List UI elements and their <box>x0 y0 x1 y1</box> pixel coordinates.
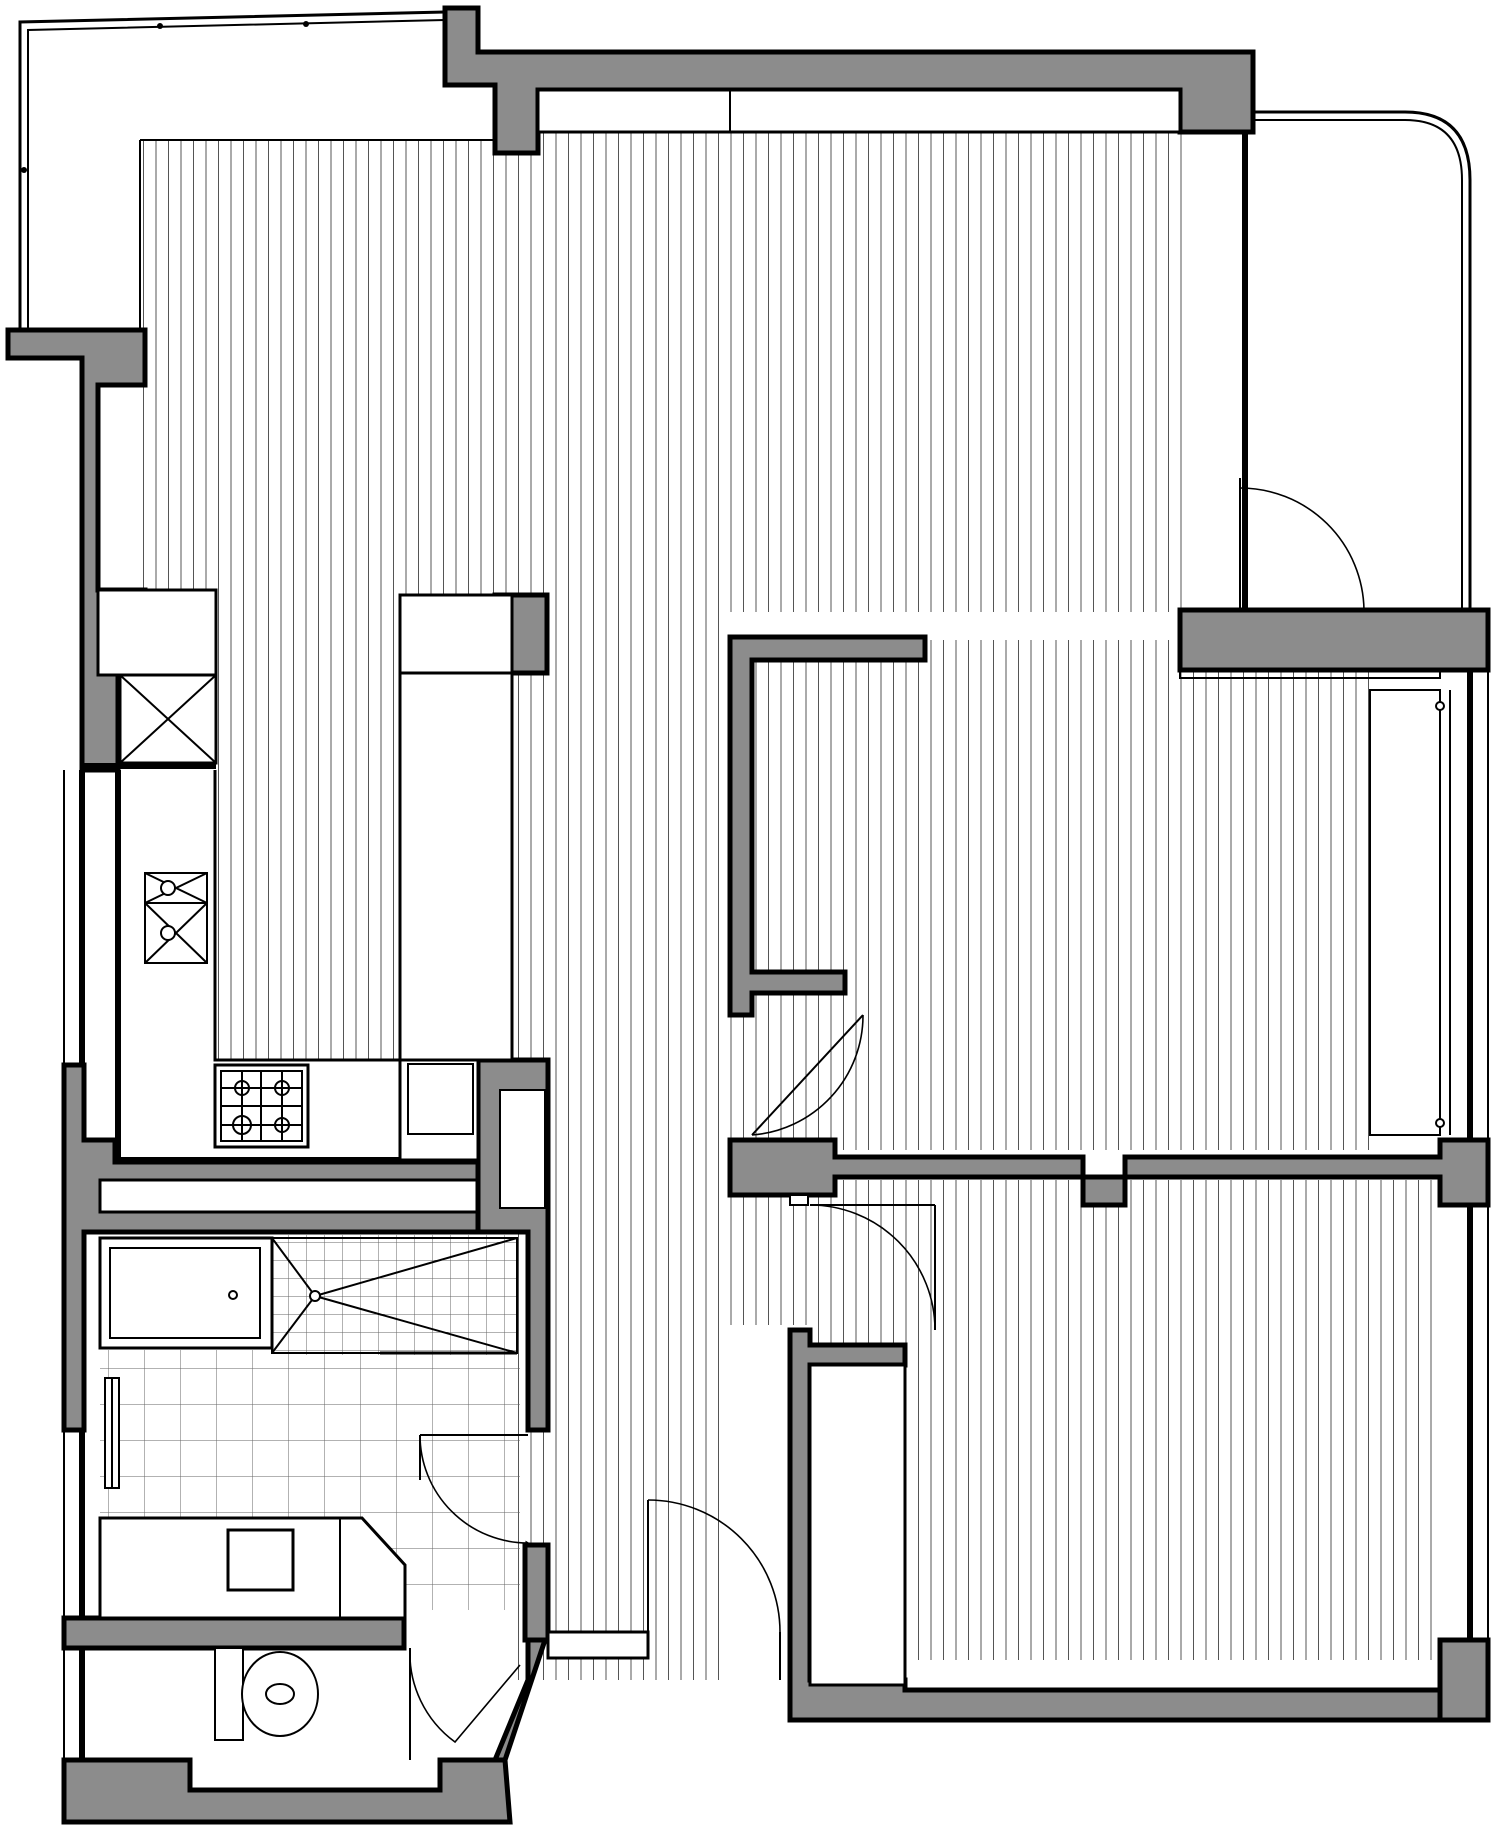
floor-living-main <box>510 132 1190 612</box>
washbasin <box>226 1528 295 1592</box>
wall-right-balcony-sill <box>1177 607 1491 673</box>
rail-post <box>303 21 309 27</box>
wall-right-bottom <box>1437 1637 1491 1723</box>
shower-drain <box>309 1290 321 1302</box>
outlines <box>18 10 1489 1760</box>
kitchen-bottom-shelf <box>98 1178 480 1214</box>
door-bedroom-1-swing <box>751 1014 864 1136</box>
door-bathroom-swing <box>419 1434 529 1544</box>
balcony-door <box>1239 487 1365 611</box>
door-bedroom-1 <box>751 1014 864 1136</box>
wall-right-sill-line <box>1179 669 1441 679</box>
bathtub-drain <box>228 1290 238 1300</box>
door-bedroom-2-stop <box>789 1194 809 1206</box>
floor-living-left <box>140 140 510 600</box>
floor-bedroom-2-door <box>730 1195 810 1325</box>
sink <box>144 872 208 964</box>
toilet-tank <box>214 1647 244 1741</box>
kitchen-island <box>398 593 514 1062</box>
sink-drain <box>160 925 176 941</box>
kitchen-upper-box <box>96 588 218 677</box>
toilet-seat <box>265 1683 295 1705</box>
radiator-knob <box>1435 701 1445 711</box>
balcony-door-swing <box>1239 487 1365 611</box>
wall-niche <box>499 1089 546 1209</box>
radiator-knob <box>1435 1118 1445 1128</box>
balcony-right-rail-inner <box>1253 119 1463 610</box>
wall-bedroom-1-left <box>727 634 928 1018</box>
bedroom-2 <box>789 1194 936 1687</box>
toilet-room <box>214 1647 521 1760</box>
bedroom-1 <box>751 689 1451 1136</box>
kitchen <box>82 588 514 1163</box>
rail-post <box>157 23 163 29</box>
oven <box>407 1063 474 1135</box>
floors <box>100 132 1440 1680</box>
top-window <box>536 88 1182 134</box>
entrance-door <box>647 1499 781 1680</box>
fridge-x-2 <box>119 674 217 764</box>
wall-bath-wc-divider <box>61 1615 407 1651</box>
entrance-threshold <box>546 1630 650 1660</box>
balcony-right-rail <box>1253 110 1472 610</box>
rail-post <box>21 167 27 173</box>
sink-drain <box>160 880 176 896</box>
entrance-door-swing <box>647 1499 781 1633</box>
floor-bedroom-1 <box>730 640 1370 1150</box>
kitchen-counter-inner <box>213 770 400 1062</box>
floor-bedroom-2 <box>810 1180 1440 1660</box>
cooktop-grid <box>220 1070 303 1142</box>
wardrobe-2 <box>808 1363 907 1687</box>
floor-shower <box>272 1235 517 1355</box>
wall-bath-right <box>522 1542 551 1643</box>
kitchen-counter <box>115 770 400 1163</box>
wardrobe-1 <box>1369 689 1441 1136</box>
bathroom <box>98 1236 529 1620</box>
wc-door-swing <box>409 1647 521 1744</box>
balcony-left-rail <box>18 10 446 330</box>
door-bedroom-2-swing <box>809 1204 936 1331</box>
floor-kitchen-aisle <box>215 600 400 1060</box>
